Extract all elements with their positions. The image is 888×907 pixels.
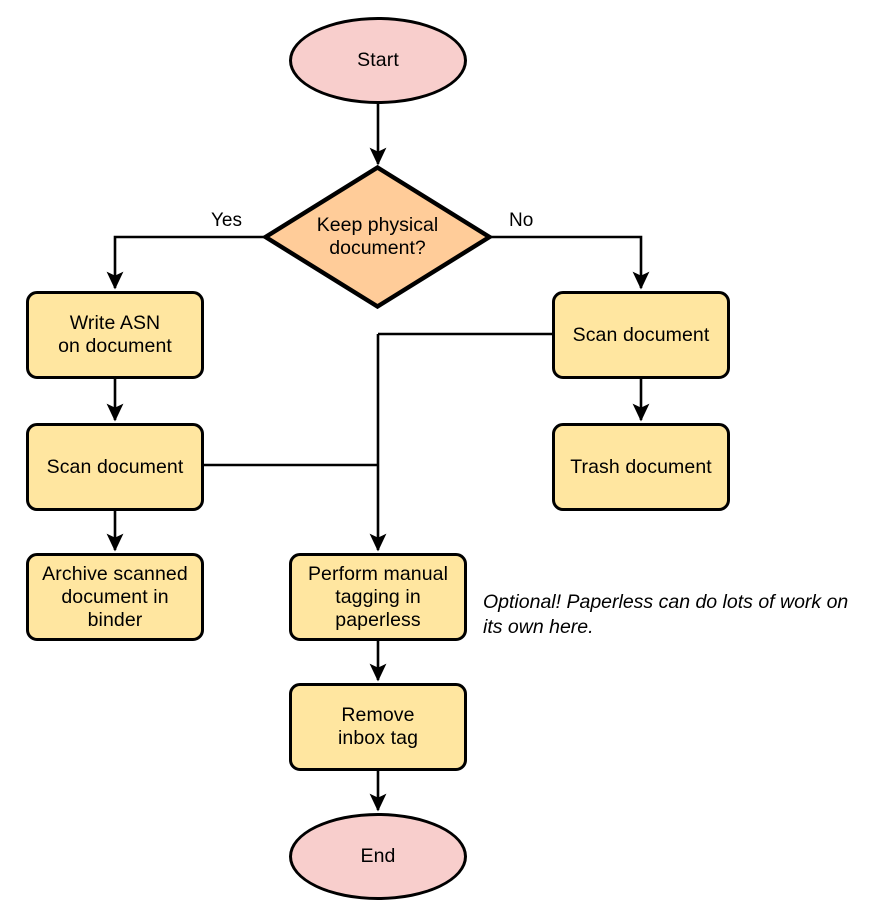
node-end-label: End xyxy=(360,845,396,867)
node-trash-document-label: Trash document xyxy=(570,455,712,478)
node-start[interactable]: Start xyxy=(289,17,467,104)
node-end[interactable]: End xyxy=(289,813,467,900)
node-scan-document-right[interactable]: Scan document xyxy=(552,291,730,379)
edge-label-yes: Yes xyxy=(208,210,245,232)
node-remove-inbox-tag-label: Remove inbox tag xyxy=(337,704,419,749)
node-scan-document-left[interactable]: Scan document xyxy=(26,423,204,511)
diamond-shape xyxy=(263,165,492,309)
node-scan-document-left-label: Scan document xyxy=(46,455,184,478)
node-archive-scanned-document[interactable]: Archive scanned document in binder xyxy=(26,553,204,641)
node-keep-physical-document[interactable]: Keep physical document? xyxy=(263,165,492,309)
edge-label-no: No xyxy=(506,210,537,232)
edge-decision-yes-to-write-asn xyxy=(106,235,265,290)
node-write-asn-on-document[interactable]: Write ASN on document xyxy=(26,291,204,379)
edge-decision-no-to-scan-right xyxy=(490,235,650,290)
node-perform-manual-tagging-label: Perform manual tagging in paperless xyxy=(307,562,449,631)
node-archive-scanned-document-label: Archive scanned document in binder xyxy=(42,562,188,631)
node-perform-manual-tagging[interactable]: Perform manual tagging in paperless xyxy=(289,553,467,641)
node-write-asn-on-document-label: Write ASN on document xyxy=(58,312,172,357)
node-keep-physical-document-label: Keep physical document? xyxy=(316,214,439,259)
node-remove-inbox-tag[interactable]: Remove inbox tag xyxy=(289,683,467,771)
node-start-label: Start xyxy=(357,49,399,71)
node-trash-document[interactable]: Trash document xyxy=(552,423,730,511)
annotation-optional-note: Optional! Paperless can do lots of work … xyxy=(483,591,849,638)
node-scan-document-right-label: Scan document xyxy=(572,323,710,346)
